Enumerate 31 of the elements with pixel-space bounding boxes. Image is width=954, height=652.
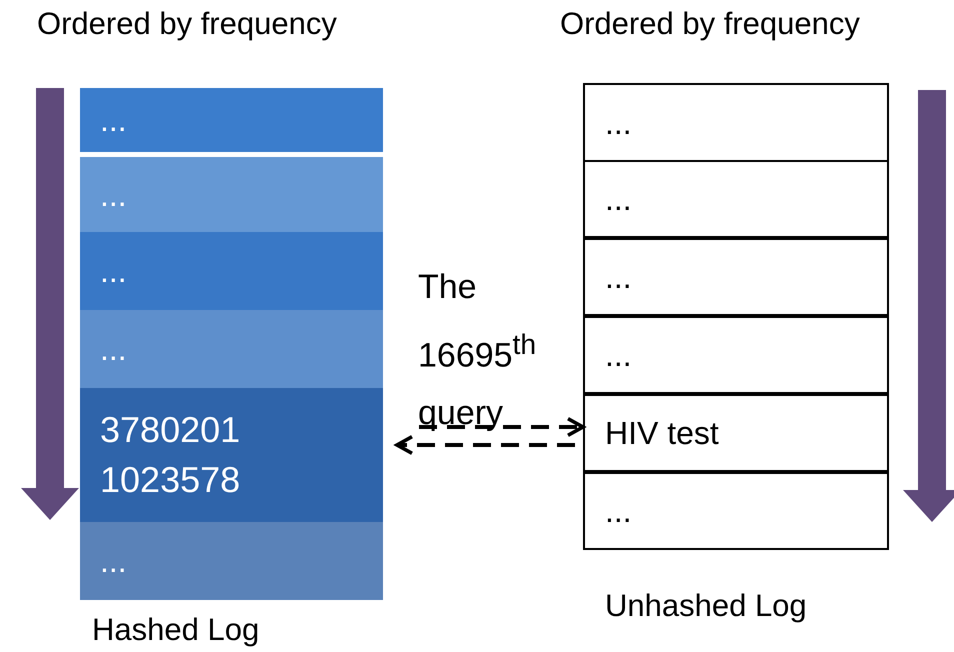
annotation: The 16695$^{th}$ query <box>418 267 538 434</box>
axis-note: Ordered by frequency <box>37 6 337 42</box>
row-text: 3780201 1023578 <box>100 408 242 502</box>
column-title: Hashed Log <box>92 612 260 648</box>
axis-note: Ordered by frequency <box>560 6 860 42</box>
log-row <box>583 83 889 162</box>
log-row <box>80 388 383 522</box>
log-row <box>583 160 889 238</box>
log-row <box>80 157 383 232</box>
log-row <box>80 310 383 388</box>
row-text: ... <box>605 492 633 531</box>
dashed-arrow <box>395 434 575 456</box>
row-text: ... <box>605 104 633 142</box>
row-text: HIV test <box>605 414 720 453</box>
log-row <box>583 316 889 394</box>
row-text: ... <box>100 252 128 291</box>
row-text: ... <box>605 336 633 375</box>
row-text: ... <box>605 180 633 219</box>
row-text: ... <box>605 258 633 297</box>
column-title: Unhashed Log <box>605 588 807 624</box>
log-row <box>80 88 383 152</box>
row-text: ... <box>100 176 128 214</box>
log-row <box>80 232 383 310</box>
dashed-arrow <box>419 416 585 438</box>
row-text: ... <box>100 330 128 369</box>
log-row <box>583 238 889 316</box>
log-row <box>583 394 889 472</box>
row-text: ... <box>100 542 128 581</box>
log-row <box>80 522 383 600</box>
row-text: ... <box>100 101 128 140</box>
log-row <box>583 472 889 550</box>
